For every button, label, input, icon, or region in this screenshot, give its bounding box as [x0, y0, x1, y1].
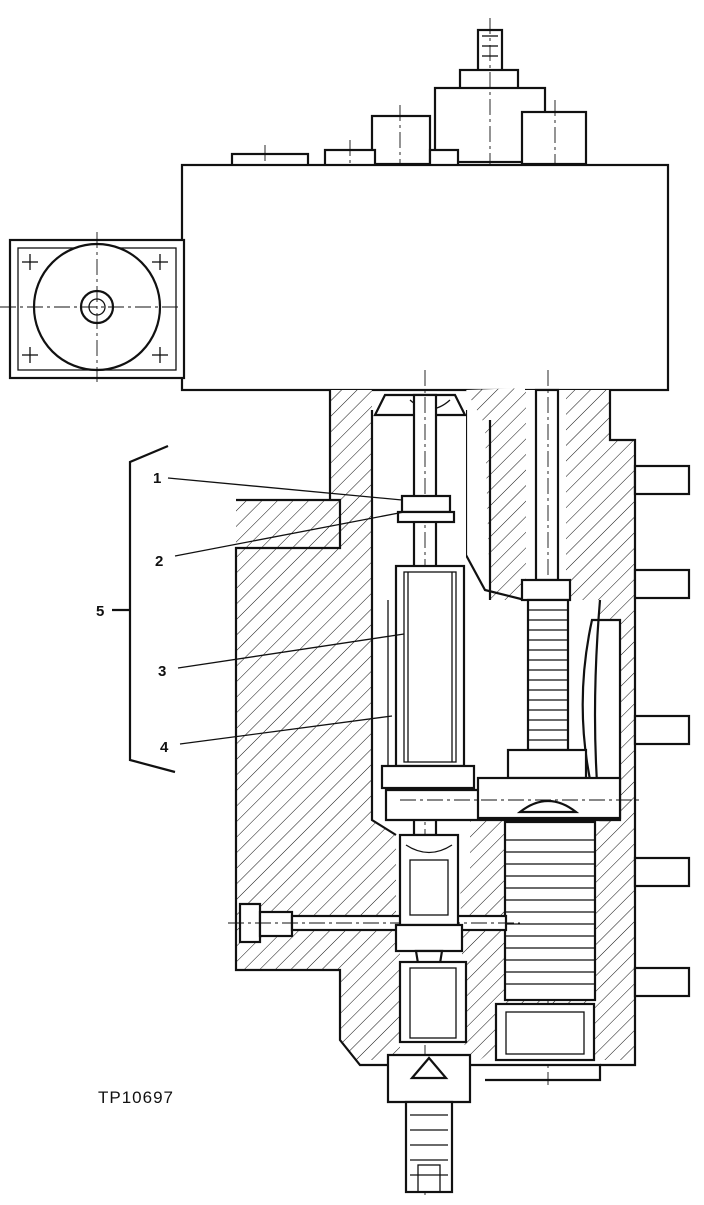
main-spring: [526, 598, 570, 752]
mounting-studs: [633, 464, 691, 998]
callout-label-4: 4: [160, 739, 169, 756]
callout-label-5: 5: [96, 603, 104, 620]
lower-spool: [494, 820, 597, 1062]
lower-cartridge: [386, 833, 472, 1194]
main-spool: [400, 370, 640, 1085]
connector-screws: [22, 254, 168, 363]
coil-connector: [0, 232, 186, 382]
callout-label-3: 3: [158, 663, 166, 680]
callout-label-2: 2: [155, 553, 163, 570]
callout-bracket: [112, 444, 176, 774]
solenoid-housing: [180, 163, 670, 392]
callout-leaders: [167, 477, 405, 745]
callout-label-1: 1: [153, 470, 161, 487]
pilot-spool-assembly: [373, 370, 612, 1195]
figure-id: TP10697: [98, 1088, 174, 1107]
top-fittings: [230, 18, 588, 175]
